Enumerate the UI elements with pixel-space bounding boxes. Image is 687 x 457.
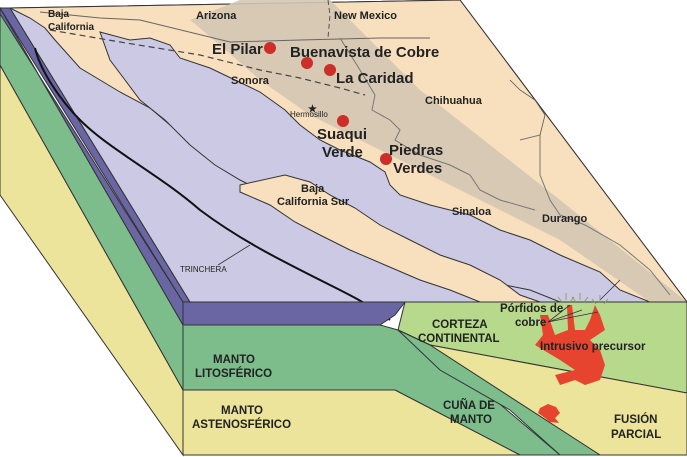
city-star-icon: ★ (308, 104, 317, 115)
label-piedras-2: Verdes (393, 160, 442, 177)
label-durango: Durango (542, 213, 588, 225)
label-suaqui-2: Verde (322, 144, 363, 161)
label-intrusivo: Intrusivo precursor (540, 341, 646, 353)
baja-california-sur (239, 174, 541, 303)
trench-leader (217, 244, 251, 266)
deposit-marker-suaqui-verde[interactable] (337, 115, 349, 127)
label-hermosillo: Hermosillo (290, 110, 328, 119)
label-corteza-1: CORTEZA (432, 319, 488, 331)
label-fusion-2: PARCIAL (611, 429, 661, 441)
label-porfidos-1: Pórfidos de (500, 303, 563, 315)
deposit-marker-la-caridad[interactable] (324, 64, 336, 76)
deposit-marker-piedras-verdes[interactable] (380, 153, 392, 165)
label-fusion-1: FUSIÓN (614, 413, 657, 426)
label-cuna-1: CUÑA DE (443, 399, 495, 412)
label-manto-asteno-2: ASTENOSFÉRICO (192, 418, 291, 431)
label-el-pilar: El Pilar (212, 41, 263, 58)
trench-line (34, 47, 391, 321)
label-manto-asteno-1: MANTO (221, 405, 263, 417)
label-trinchera: TRINCHERA (180, 265, 227, 274)
label-corteza-2: CONTINENTAL (418, 333, 500, 345)
label-manto-lito-1: MANTO (213, 354, 255, 366)
oceanic-crust-front (182, 301, 407, 326)
label-arizona: Arizona (196, 10, 237, 22)
mantle-wedge-green (397, 329, 602, 456)
label-manto-lito-2: LITOSFÉRICO (195, 367, 272, 380)
deposit-marker-el-pilar[interactable] (264, 42, 276, 54)
porphyry-spark-icons (557, 293, 609, 305)
asthenosphere-front (182, 389, 521, 456)
border-us-mexico (39, 11, 430, 43)
label-bcs-2: California Sur (277, 196, 350, 208)
label-sonora: Sonora (231, 75, 270, 87)
label-piedras-1: Piedras (389, 142, 443, 159)
label-cuna-2: MANTO (450, 414, 492, 426)
label-bcs-1: Baja (301, 183, 325, 195)
label-sinaloa: Sinaloa (452, 206, 492, 218)
partial-melt-body (538, 404, 560, 423)
label-baja-california-1: Baja (48, 9, 70, 20)
belt-dashed-line (49, 29, 366, 96)
label-porfidos-2: cobre (515, 317, 546, 329)
label-new-mexico: New Mexico (334, 10, 397, 22)
label-chihuahua: Chihuahua (425, 95, 483, 107)
label-baja-california-2: California (48, 22, 95, 33)
border-sonora-chihuahua (339, 37, 536, 211)
porphyry-copper-belt (190, 0, 687, 302)
border-sinaloa-durango (519, 134, 671, 296)
label-la-caridad: La Caridad (336, 70, 414, 87)
gulf-of-california (99, 31, 651, 303)
deposit-marker-buenavista[interactable] (301, 57, 313, 69)
border-durango-top (509, 79, 546, 136)
border-sinaloa-bottom (599, 279, 621, 301)
intrusive-body (535, 305, 605, 385)
label-buenavista: Buenavista de Cobre (290, 44, 439, 61)
porphyry-leaders (547, 304, 599, 323)
label-suaqui-1: Suaqui (317, 126, 367, 143)
